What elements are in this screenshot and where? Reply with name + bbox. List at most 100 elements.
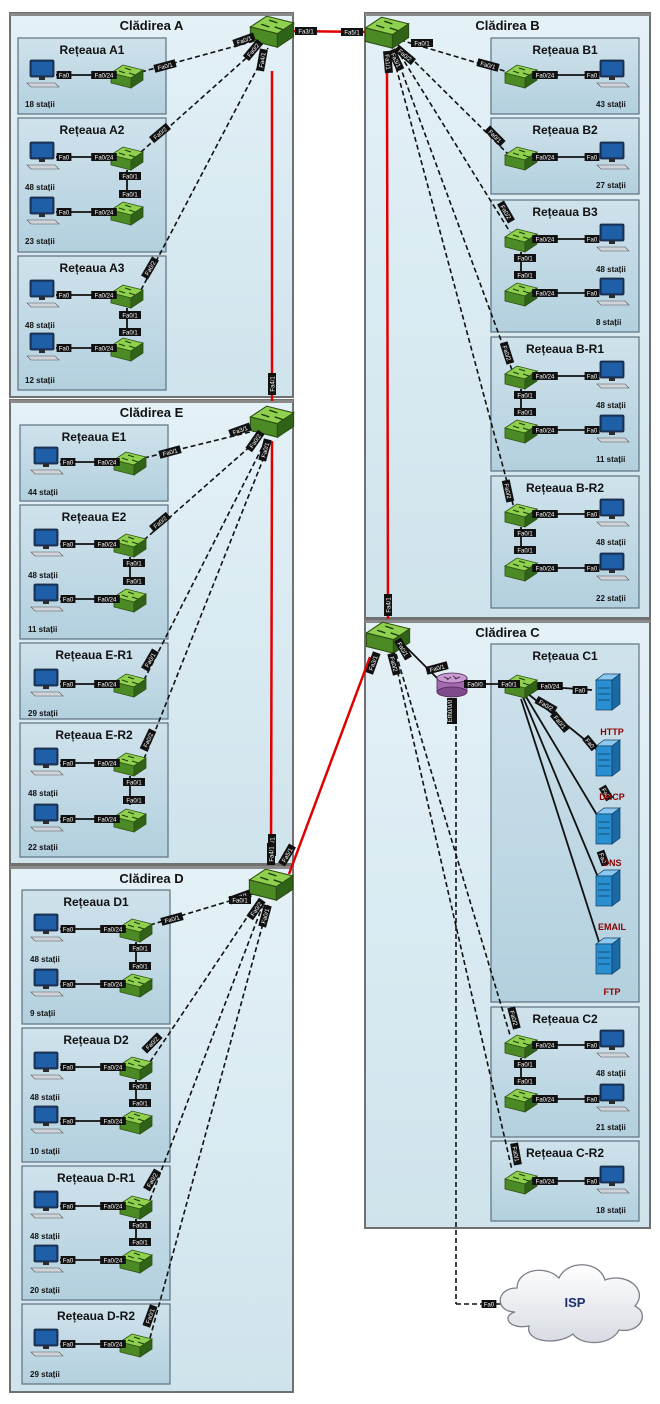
port-label-text: Fa0/1	[414, 41, 430, 47]
switch-icon	[119, 918, 153, 943]
port-label: Fa0/1	[514, 254, 536, 262]
port-label: Fa0/1	[123, 577, 145, 585]
switch-arrows	[512, 560, 530, 569]
port-label-bg	[246, 897, 266, 921]
port-label-bg	[268, 373, 276, 395]
port-label-bg	[60, 540, 76, 548]
port-label-text: Fa0	[63, 927, 74, 933]
port-label: Fa0/24	[532, 289, 558, 297]
core-switch-icon	[365, 621, 411, 655]
port-label-bg	[60, 1117, 76, 1125]
port-label-text: Fa0	[63, 1119, 74, 1125]
port-label: Fa0/2	[387, 652, 401, 676]
port-label-bg	[149, 122, 171, 144]
switch-arrows	[127, 1252, 145, 1261]
backbone-link	[287, 656, 372, 875]
pc-icon	[30, 1190, 64, 1219]
port-label-bg	[584, 1041, 600, 1049]
pc-stand	[43, 765, 49, 768]
port-label-bg	[60, 1063, 76, 1071]
building-title: Clădirea A	[120, 18, 184, 33]
port-label: Fa0	[584, 510, 600, 518]
pc-screen	[32, 62, 52, 75]
port-label: Fa0/1	[119, 172, 141, 180]
pc-icon	[30, 1244, 64, 1273]
port-label-bg	[60, 1202, 76, 1210]
port-label-text: Fa0/1	[236, 36, 253, 47]
pc-stand	[609, 378, 615, 381]
switch-side	[133, 538, 147, 558]
port-label-bg	[123, 577, 145, 585]
switch-side	[139, 1200, 153, 1220]
port-label: Fa0/1	[119, 328, 141, 336]
port-label-bg	[411, 39, 433, 47]
pc-stand	[609, 241, 615, 244]
port-label-bg	[278, 843, 296, 867]
switch-side	[139, 923, 153, 943]
switch-side	[133, 813, 147, 833]
switch-icon	[504, 503, 538, 528]
port-label: Fa4/1	[384, 594, 392, 616]
port-label: Fa0/1	[153, 59, 177, 73]
pc-icon	[596, 1083, 630, 1112]
port-label-text: Fa0/1	[126, 561, 142, 567]
trunk-link	[140, 47, 269, 291]
port-label-bg	[129, 1238, 151, 1246]
network-title: Rețeaua C-R2	[526, 1146, 604, 1160]
port-label-bg	[119, 172, 141, 180]
host-count: 48 stații	[30, 955, 60, 964]
pc-stand	[43, 546, 49, 549]
port-label-bg	[245, 429, 265, 453]
port-label-text: Fa0	[575, 688, 586, 694]
port-label-text: Fa0	[597, 853, 606, 865]
host-count: 18 stații	[25, 100, 55, 109]
port-label-bg	[514, 408, 536, 416]
pc-icon	[596, 414, 630, 443]
port-label-text: Fa0	[587, 1097, 598, 1103]
port-label-text: Fa0	[587, 566, 598, 572]
port-label-text: Fa0/0	[467, 682, 483, 688]
port-label: Fa0	[60, 1063, 76, 1071]
switch-icon	[113, 451, 147, 476]
server-label: EMAIL	[598, 922, 627, 932]
switch-arrows	[121, 755, 139, 764]
pc-screen	[36, 1108, 56, 1121]
port-label-bg	[514, 546, 536, 554]
pc-icon	[596, 277, 630, 306]
port-label-text: Fa0/1	[132, 1084, 148, 1090]
pc-stand	[609, 1183, 615, 1186]
port-label-text: Fa0	[587, 428, 598, 434]
isp-cloud-shape	[499, 1264, 643, 1344]
pc-keyboard	[30, 1351, 64, 1357]
port-label-bg	[100, 1256, 126, 1264]
port-label-bg	[100, 925, 126, 933]
port-label-bg	[60, 595, 76, 603]
pc-icon	[596, 498, 630, 527]
port-label-text: Fa0/1	[162, 448, 179, 458]
port-label-text: Fa0	[587, 73, 598, 79]
port-label-bg	[129, 1221, 151, 1229]
network-title: Rețeaua B3	[532, 205, 598, 219]
port-label: Fa0/24	[100, 1256, 126, 1264]
switch-side	[130, 289, 144, 309]
port-label: Fa4/1	[268, 373, 276, 395]
port-label-bg	[532, 510, 558, 518]
pc-keyboard	[26, 302, 60, 308]
network-title: Rețeaua D-R2	[57, 1309, 135, 1323]
port-label-bg	[383, 50, 393, 74]
server-side	[611, 869, 621, 907]
port-label-text: Fa0/24	[95, 155, 114, 161]
switch-side	[275, 874, 294, 902]
server-side	[611, 739, 621, 777]
pc-screen	[602, 1168, 622, 1181]
host-count: 10 stații	[30, 1147, 60, 1156]
port-label-bg	[464, 680, 486, 688]
switch-side	[130, 342, 144, 362]
switch-arrows	[121, 676, 139, 685]
server-slots	[598, 687, 610, 701]
access-link	[524, 694, 601, 821]
network-area	[490, 475, 640, 609]
port-label-bg	[100, 1117, 126, 1125]
port-label-bg	[476, 58, 500, 72]
pc-icon	[26, 141, 60, 170]
